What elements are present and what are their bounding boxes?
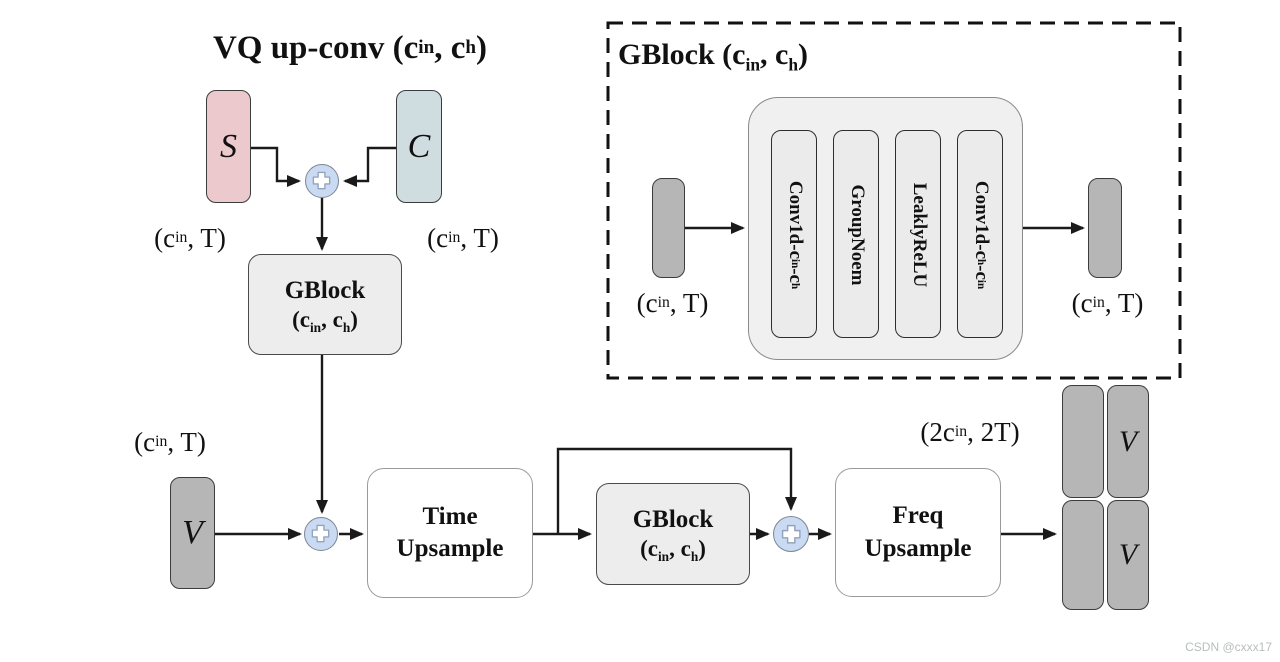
- layer-leakyrelu-label: LeaklyReLU: [909, 182, 930, 288]
- gblock-params: (cin, ch): [640, 536, 706, 565]
- freq-upsample-line1: Freq: [892, 502, 944, 529]
- v-input-tensor: V: [170, 477, 215, 589]
- gblock-panel-title: GBlock (cin, ch): [618, 38, 809, 75]
- freq-upsample-node: Freq Upsample: [835, 468, 1001, 597]
- s-block: S: [206, 90, 251, 203]
- gblock-node-bottom: GBlock (cin, ch): [596, 483, 750, 585]
- plus-icon: [781, 524, 801, 544]
- plus-icon: [312, 525, 330, 543]
- v-output-label-top: V: [1118, 424, 1138, 458]
- v-output-tensor-top-left: [1062, 385, 1104, 498]
- freq-upsample-line2: Upsample: [864, 534, 972, 562]
- panel-input-tensor: [652, 178, 685, 278]
- panel-output-tensor: [1088, 178, 1122, 278]
- arrow-c-to-sum: [343, 146, 397, 187]
- gblock-name: GBlock: [284, 276, 366, 304]
- v-input-label: V: [182, 514, 203, 551]
- gblock-node-top: GBlock (cin, ch): [248, 254, 402, 355]
- plus-icon: [313, 172, 331, 190]
- watermark: CSDN @cxxx17: [1185, 640, 1272, 654]
- v-output-tensor-bottom-left: [1062, 500, 1104, 610]
- time-upsample-node: Time Upsample: [367, 468, 533, 598]
- v-output-tensor-bottom-right: V: [1107, 500, 1149, 610]
- v-output-tensor-top-right: V: [1107, 385, 1149, 498]
- v-output-label-bottom: V: [1118, 538, 1138, 571]
- time-upsample-line1: Time: [422, 502, 478, 530]
- time-upsample-line2: Upsample: [396, 535, 504, 562]
- layer-groupnorm-label: GroupNoem: [847, 184, 868, 286]
- sum-node-sc: [305, 164, 339, 198]
- arrow-s-to-sum: [251, 146, 301, 187]
- s-block-label: S: [220, 127, 237, 165]
- c-block: C: [396, 90, 442, 203]
- gblock-name: GBlock: [632, 506, 714, 533]
- c-block-label: C: [407, 127, 431, 165]
- layer-groupnorm: GroupNoem: [833, 130, 879, 338]
- layer-leakyrelu: LeaklyReLU: [895, 130, 941, 338]
- gblock-params: (cin, ch): [292, 306, 358, 335]
- sum-node-bottom-right: [773, 516, 809, 552]
- sum-node-bottom-left: [304, 517, 338, 551]
